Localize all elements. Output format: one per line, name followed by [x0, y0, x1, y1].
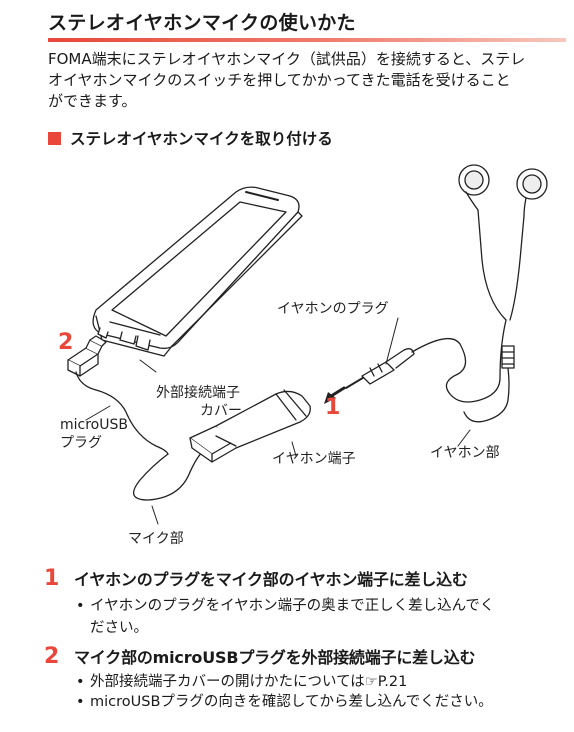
leader-earphone-jack: [291, 441, 297, 457]
earphone-connection-illustration: [67, 164, 548, 525]
leader-earphone-plug: [385, 317, 399, 365]
step-2-bullet: • microUSBプラグの向きを確認してから差し込んでください。: [76, 692, 493, 712]
step-1: 1 イヤホンのプラグをマイク部のイヤホン端子に差し込む: [44, 566, 468, 591]
bullet-mark: •: [76, 694, 85, 710]
label-earphone-part: イヤホン部: [430, 445, 500, 461]
bullet-mark: •: [76, 674, 85, 690]
microusb-plug-illustration: [67, 335, 107, 391]
page-title: ステレオイヤホンマイクの使いかた: [48, 12, 356, 34]
step-text: イヤホンのプラグをマイク部のイヤホン端子に差し込む: [74, 570, 468, 589]
label-ext-connector-cover: 外部接続端子 カバー: [156, 384, 242, 420]
label-microusb-plug: microUSB プラグ: [60, 416, 128, 452]
leader-earphone-part: [457, 429, 471, 447]
label-line: 外部接続端子: [156, 385, 240, 401]
phone-illustration: [92, 186, 303, 357]
leader-microusb: [85, 405, 111, 421]
figure-step-1-number: 1: [325, 395, 341, 420]
step-text: マイク部のmicroUSBプラグを外部接続端子に差し込む: [74, 648, 476, 667]
intro-line: FOMA端末にステレオイヤホンマイク（試供品）を接続すると、ステレ: [48, 50, 526, 68]
label-line: プラグ: [60, 435, 102, 451]
step-number: 1: [44, 566, 60, 591]
bullet-text: イヤホンのプラグをイヤホン端子の奥まで正しく差し込んでく: [90, 598, 495, 614]
microphone-unit-illustration: [189, 389, 311, 463]
intro-line: ができます。: [48, 92, 137, 110]
bullet-text: 外部接続端子カバーの開けかたについては☞P.21: [90, 674, 408, 690]
bullet-text: microUSBプラグの向きを確認してから差し込んでください。: [90, 694, 493, 710]
earphone-plug-illustration: [345, 319, 507, 403]
section-heading: ステレオイヤホンマイクを取り付ける: [48, 127, 333, 149]
label-earphone-plug: イヤホンのプラグ: [277, 301, 389, 317]
step-2: 2 マイク部のmicroUSBプラグを外部接続端子に差し込む: [44, 644, 476, 669]
leader-ext-cover: [139, 359, 157, 373]
figure-step-2-number: 2: [58, 330, 74, 355]
step-1-bullet-continued: ださい。: [90, 620, 148, 636]
bullet-mark: •: [76, 598, 85, 614]
label-mic-part: マイク部: [128, 531, 184, 547]
leader-mic-part: [151, 505, 159, 525]
label-earphone-jack: イヤホン端子: [272, 451, 356, 467]
step-number: 2: [44, 644, 60, 669]
intro-paragraph: FOMA端末にステレオイヤホンマイク（試供品）を接続すると、ステレ オイヤホンマ…: [48, 49, 566, 112]
title-underline: [48, 38, 566, 42]
label-line: microUSB: [60, 417, 128, 433]
step-2-bullet: • 外部接続端子カバーの開けかたについては☞P.21: [76, 672, 407, 692]
label-line: カバー: [200, 403, 242, 419]
square-bullet-icon: [48, 131, 61, 145]
step-1-bullet: • イヤホンのプラグをイヤホン端子の奥まで正しく差し込んでく: [76, 596, 494, 616]
earbuds-illustration: [458, 164, 548, 423]
section-heading-text: ステレオイヤホンマイクを取り付ける: [70, 130, 333, 148]
intro-line: オイヤホンマイクのスイッチを押してかかってきた電話を受けること: [48, 71, 511, 89]
